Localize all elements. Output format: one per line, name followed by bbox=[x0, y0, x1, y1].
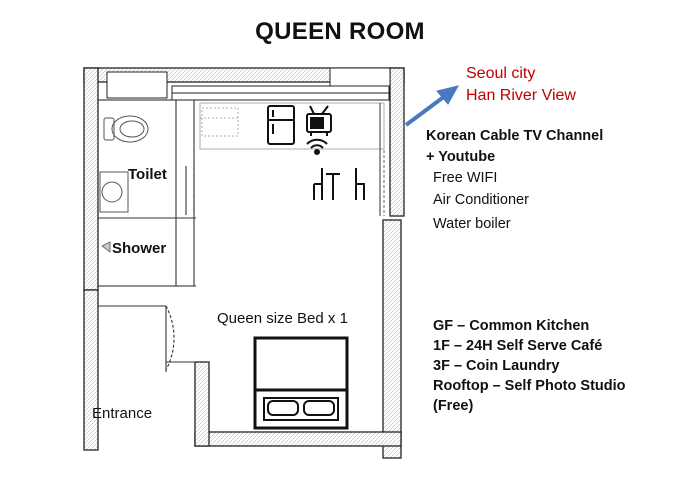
room-label-shower: Shower bbox=[112, 240, 167, 257]
amenity-youtube: + Youtube bbox=[426, 149, 496, 165]
facility-gf: GF – Common Kitchen bbox=[433, 318, 590, 334]
view-arrow bbox=[404, 85, 459, 127]
entrance-door bbox=[98, 305, 196, 372]
fridge-icon bbox=[267, 105, 295, 145]
dining-table-icon bbox=[313, 168, 365, 200]
room-label-entrance: Entrance bbox=[92, 405, 153, 422]
amenity-aircon: Air Conditioner bbox=[433, 192, 529, 208]
tv-icon bbox=[306, 105, 332, 136]
view-line-1: Seoul city bbox=[466, 65, 536, 82]
room-label-bed: Queen size Bed x 1 bbox=[217, 310, 348, 327]
amenity-cable-tv: Korean Cable TV Channel bbox=[426, 128, 604, 144]
kitchen-counter bbox=[199, 102, 385, 150]
view-line-2: Han River View bbox=[466, 87, 576, 104]
amenity-water-boiler: Water boiler bbox=[433, 216, 511, 232]
room-label-toilet: Toilet bbox=[128, 166, 167, 183]
bed-icon bbox=[253, 336, 349, 430]
page-title: QUEEN ROOM bbox=[255, 18, 425, 45]
windows bbox=[106, 67, 391, 101]
bathroom-walls bbox=[97, 99, 196, 287]
sink-icon bbox=[99, 171, 129, 213]
wifi-icon bbox=[306, 138, 328, 155]
facility-rooftop: Rooftop – Self Photo Studio bbox=[433, 378, 626, 394]
toilet-icon bbox=[103, 115, 149, 143]
facility-3f: 3F – Coin Laundry bbox=[433, 358, 560, 374]
facility-1f: 1F – 24H Self Serve Café bbox=[433, 338, 603, 354]
amenity-wifi: Free WIFI bbox=[433, 170, 498, 186]
shower-head-icon bbox=[101, 241, 111, 253]
facility-free-note: (Free) bbox=[433, 398, 474, 414]
exterior-walls bbox=[83, 67, 405, 459]
